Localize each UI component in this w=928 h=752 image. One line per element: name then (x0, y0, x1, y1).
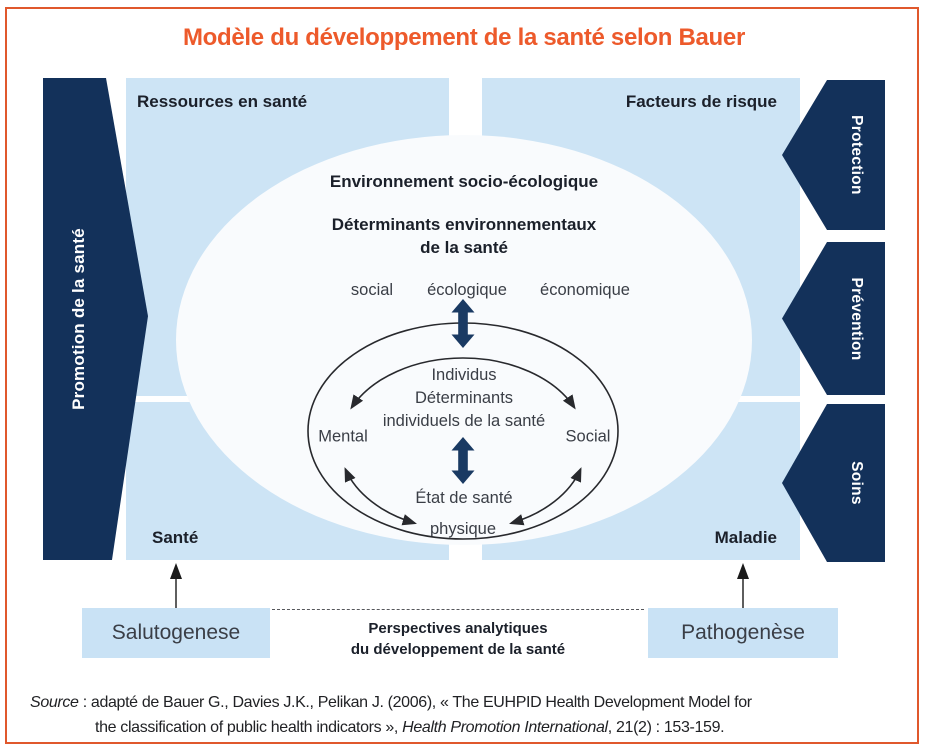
individus-label: Individus (431, 366, 497, 384)
health-state-line1: État de santé (415, 489, 513, 507)
label-disease: Maladie (714, 528, 777, 547)
mental-label: Mental (318, 427, 368, 446)
health-state-line2: physique (429, 520, 497, 538)
prevention-arrow-label: Prévention (848, 276, 866, 361)
pathogenese-box: Pathogenèse (648, 608, 838, 658)
env-determinants-line1: Déterminants environnementaux (331, 215, 597, 234)
env-socio-eco-title: Environnement socio-écologique (329, 172, 599, 191)
socio-ecological-ellipse (176, 135, 752, 545)
dimension-social: social (350, 281, 394, 299)
source-line1: Source : adapté de Bauer G., Davies J.K.… (30, 694, 752, 712)
env-determinants-line2: de la santé (420, 238, 508, 257)
individual-determinants-line2: individuels de la santé (382, 412, 546, 430)
social-label: Social (565, 427, 611, 446)
analytic-perspectives-label: Perspectives analytiques du développemen… (272, 618, 644, 660)
label-health: Santé (152, 528, 199, 547)
source-journal: Health Promotion International (402, 719, 608, 736)
promotion-banner-label: Promotion de la santé (69, 228, 88, 410)
protection-arrow-label: Protection (848, 115, 866, 195)
analytic-perspectives-line2: du développement de la santé (350, 641, 566, 658)
diagram-title: Modèle du développement de la santé selo… (182, 24, 746, 51)
label-risk-factors: Facteurs de risque (625, 92, 777, 111)
label-health-resources: Ressources en santé (137, 92, 308, 111)
individual-determinants-line1: Déterminants (414, 389, 514, 407)
dimension-economic: économique (540, 281, 630, 299)
dashed-divider (272, 609, 644, 610)
source-line2-end: , 21(2) : 153-159. (607, 719, 725, 736)
source-line2: the classification of public health indi… (95, 719, 725, 737)
source-word: Source (30, 694, 79, 711)
dimension-ecological: écologique (427, 281, 507, 299)
salutogenese-box: Salutogenese (82, 608, 270, 658)
source-line1-text: : adapté de Bauer G., Davies J.K., Pelik… (78, 694, 752, 711)
analytic-perspectives-line1: Perspectives analytiques (368, 620, 548, 637)
source-line2-start: the classification of public health indi… (95, 719, 403, 736)
soins-arrow-label: Soins (848, 461, 866, 505)
orange-border-frame (5, 7, 919, 744)
